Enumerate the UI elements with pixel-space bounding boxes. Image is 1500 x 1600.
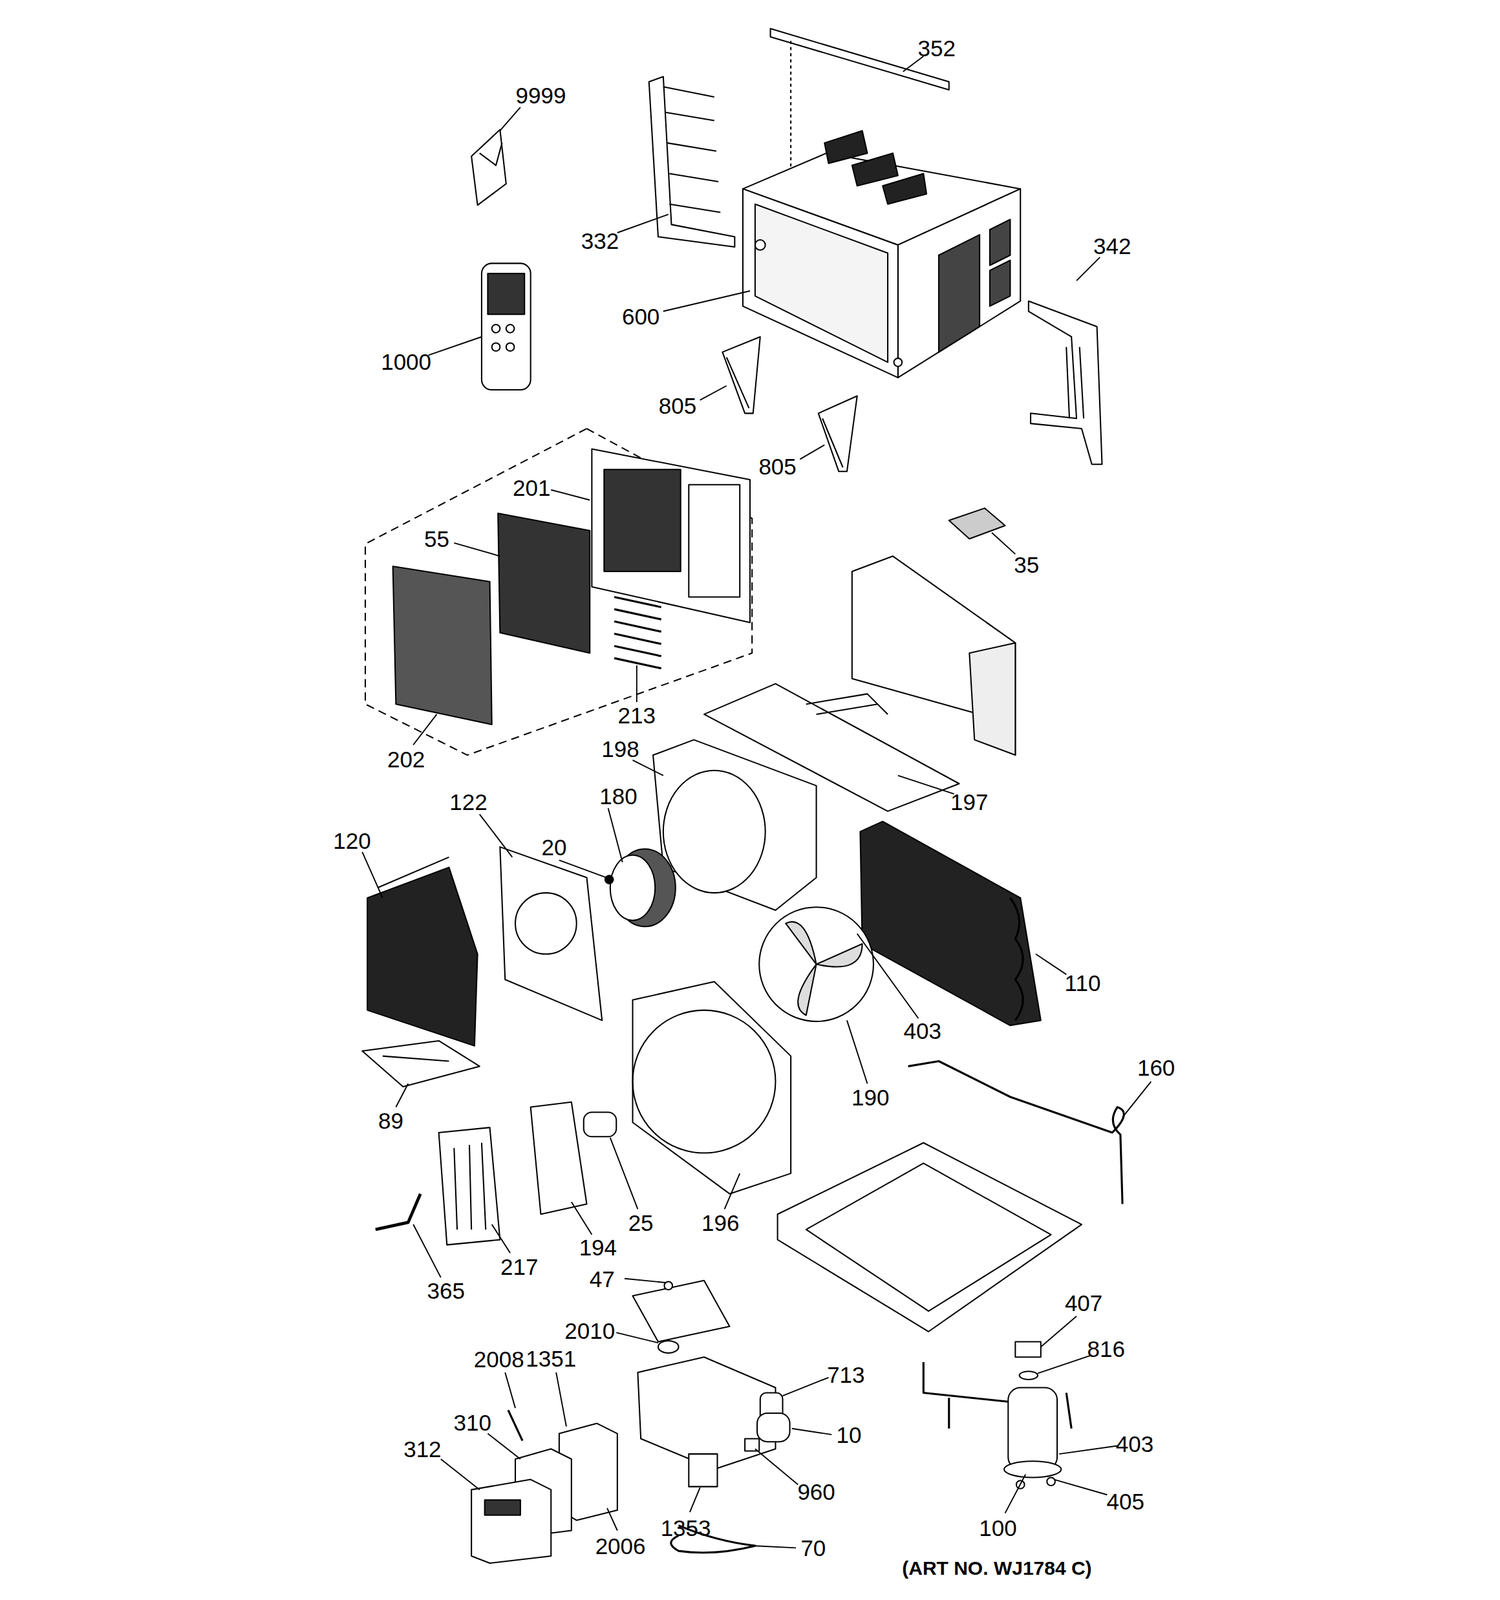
callout-number: 213 bbox=[616, 703, 657, 728]
callout-number: 312 bbox=[402, 1437, 443, 1462]
callout-number: 365 bbox=[425, 1278, 466, 1303]
callout-number: 160 bbox=[1135, 1055, 1177, 1080]
callout-number: 198 bbox=[600, 737, 641, 761]
callout-number: 89 bbox=[376, 1108, 405, 1133]
callout-number: 110 bbox=[1063, 970, 1103, 995]
callout-number: 120 bbox=[331, 828, 372, 853]
callout-number: 55 bbox=[422, 526, 451, 551]
callout-number: 342 bbox=[1092, 234, 1133, 258]
callout-number: 20 bbox=[540, 834, 569, 859]
callout-number: 35 bbox=[1012, 552, 1041, 577]
callout-number: 9999 bbox=[514, 82, 568, 107]
callout-number: 332 bbox=[579, 228, 621, 253]
callout-number: 194 bbox=[578, 1234, 619, 1259]
callout-number: 47 bbox=[588, 1266, 617, 1291]
callout-number: 180 bbox=[598, 784, 639, 809]
callout-number: 310 bbox=[452, 1410, 493, 1435]
callout-number: 2010 bbox=[563, 1318, 617, 1343]
callout-number: 190 bbox=[850, 1084, 891, 1109]
callout-number: 403 bbox=[902, 1018, 943, 1043]
callout-number: 1353 bbox=[659, 1515, 713, 1540]
callout-number: 407 bbox=[1063, 1291, 1104, 1316]
callout-number: 197 bbox=[949, 790, 990, 815]
callout-number: 403 bbox=[1114, 1432, 1155, 1457]
callout-number: 352 bbox=[916, 36, 957, 61]
callout-number: 1000 bbox=[379, 349, 433, 374]
callout-number: 600 bbox=[620, 304, 661, 329]
callout-number: 202 bbox=[385, 747, 427, 772]
callout-number: 405 bbox=[1105, 1489, 1146, 1513]
callout-number: 805 bbox=[657, 393, 698, 418]
callout-number: 201 bbox=[511, 475, 552, 500]
callout-number: 196 bbox=[700, 1210, 741, 1235]
callout-number: 805 bbox=[757, 454, 798, 479]
callout-number: 122 bbox=[448, 790, 489, 815]
callout-number: 70 bbox=[799, 1536, 827, 1561]
callout-number: 1351 bbox=[524, 1346, 578, 1371]
callout-number: 100 bbox=[977, 1515, 1018, 1540]
callout-number: 2006 bbox=[594, 1534, 648, 1559]
callout-number: 816 bbox=[1086, 1337, 1127, 1361]
callout-number: 713 bbox=[825, 1362, 866, 1387]
callout-number: 25 bbox=[627, 1210, 655, 1235]
callout-number: 2008 bbox=[472, 1347, 526, 1372]
callout-number: 10 bbox=[835, 1422, 864, 1447]
callout-number: 960 bbox=[795, 1479, 836, 1504]
art-number-caption: (ART NO. WJ1784 C) bbox=[901, 1557, 1092, 1580]
callout-number: 217 bbox=[499, 1254, 540, 1279]
